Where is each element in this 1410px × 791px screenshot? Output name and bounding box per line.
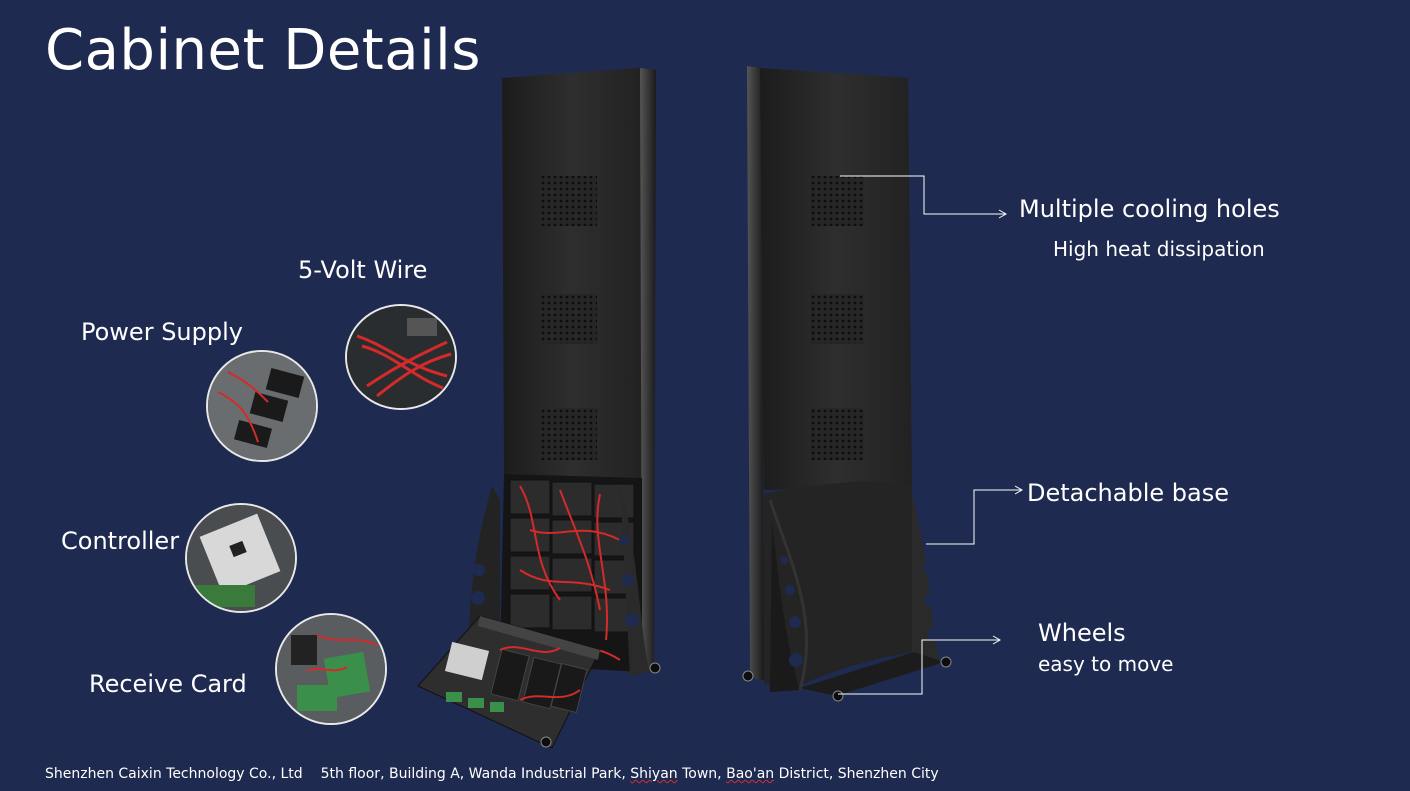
footer-address-district: Bao'an — [726, 766, 775, 782]
left-cabinet — [417, 68, 661, 749]
receive-card-photo — [275, 613, 387, 725]
controller-photo — [185, 503, 297, 613]
cooling-holes-label: Multiple cooling holes — [1019, 195, 1280, 223]
controller-label: Controller — [61, 527, 180, 555]
cooling-holes-subtitle: High heat dissipation — [1053, 237, 1265, 261]
detachable-base-label: Detachable base — [1027, 479, 1229, 507]
footer-address-town: Shiyan — [630, 766, 678, 782]
callout-lines — [838, 175, 1024, 695]
power-supply-label: Power Supply — [81, 318, 243, 346]
footer-address-part: 5th floor, Building A, Wanda Industrial … — [320, 766, 631, 782]
right-cabinet — [742, 66, 952, 702]
five-volt-wire-label: 5-Volt Wire — [298, 256, 428, 284]
footer-address-part: Town, — [677, 766, 727, 782]
slide-title: Cabinet Details — [45, 18, 481, 83]
wheels-subtitle: easy to move — [1038, 652, 1174, 676]
receive-card-label: Receive Card — [89, 670, 247, 698]
footer-company: Shenzhen Caixin Technology Co., Ltd — [45, 766, 303, 782]
footer-address-part: District, Shenzhen City — [774, 766, 939, 782]
wheels-label: Wheels — [1038, 619, 1126, 647]
five-volt-wire-photo — [345, 304, 457, 410]
power-supply-photo — [206, 350, 318, 462]
footer: Shenzhen Caixin Technology Co., Ltd 5th f… — [45, 766, 939, 782]
